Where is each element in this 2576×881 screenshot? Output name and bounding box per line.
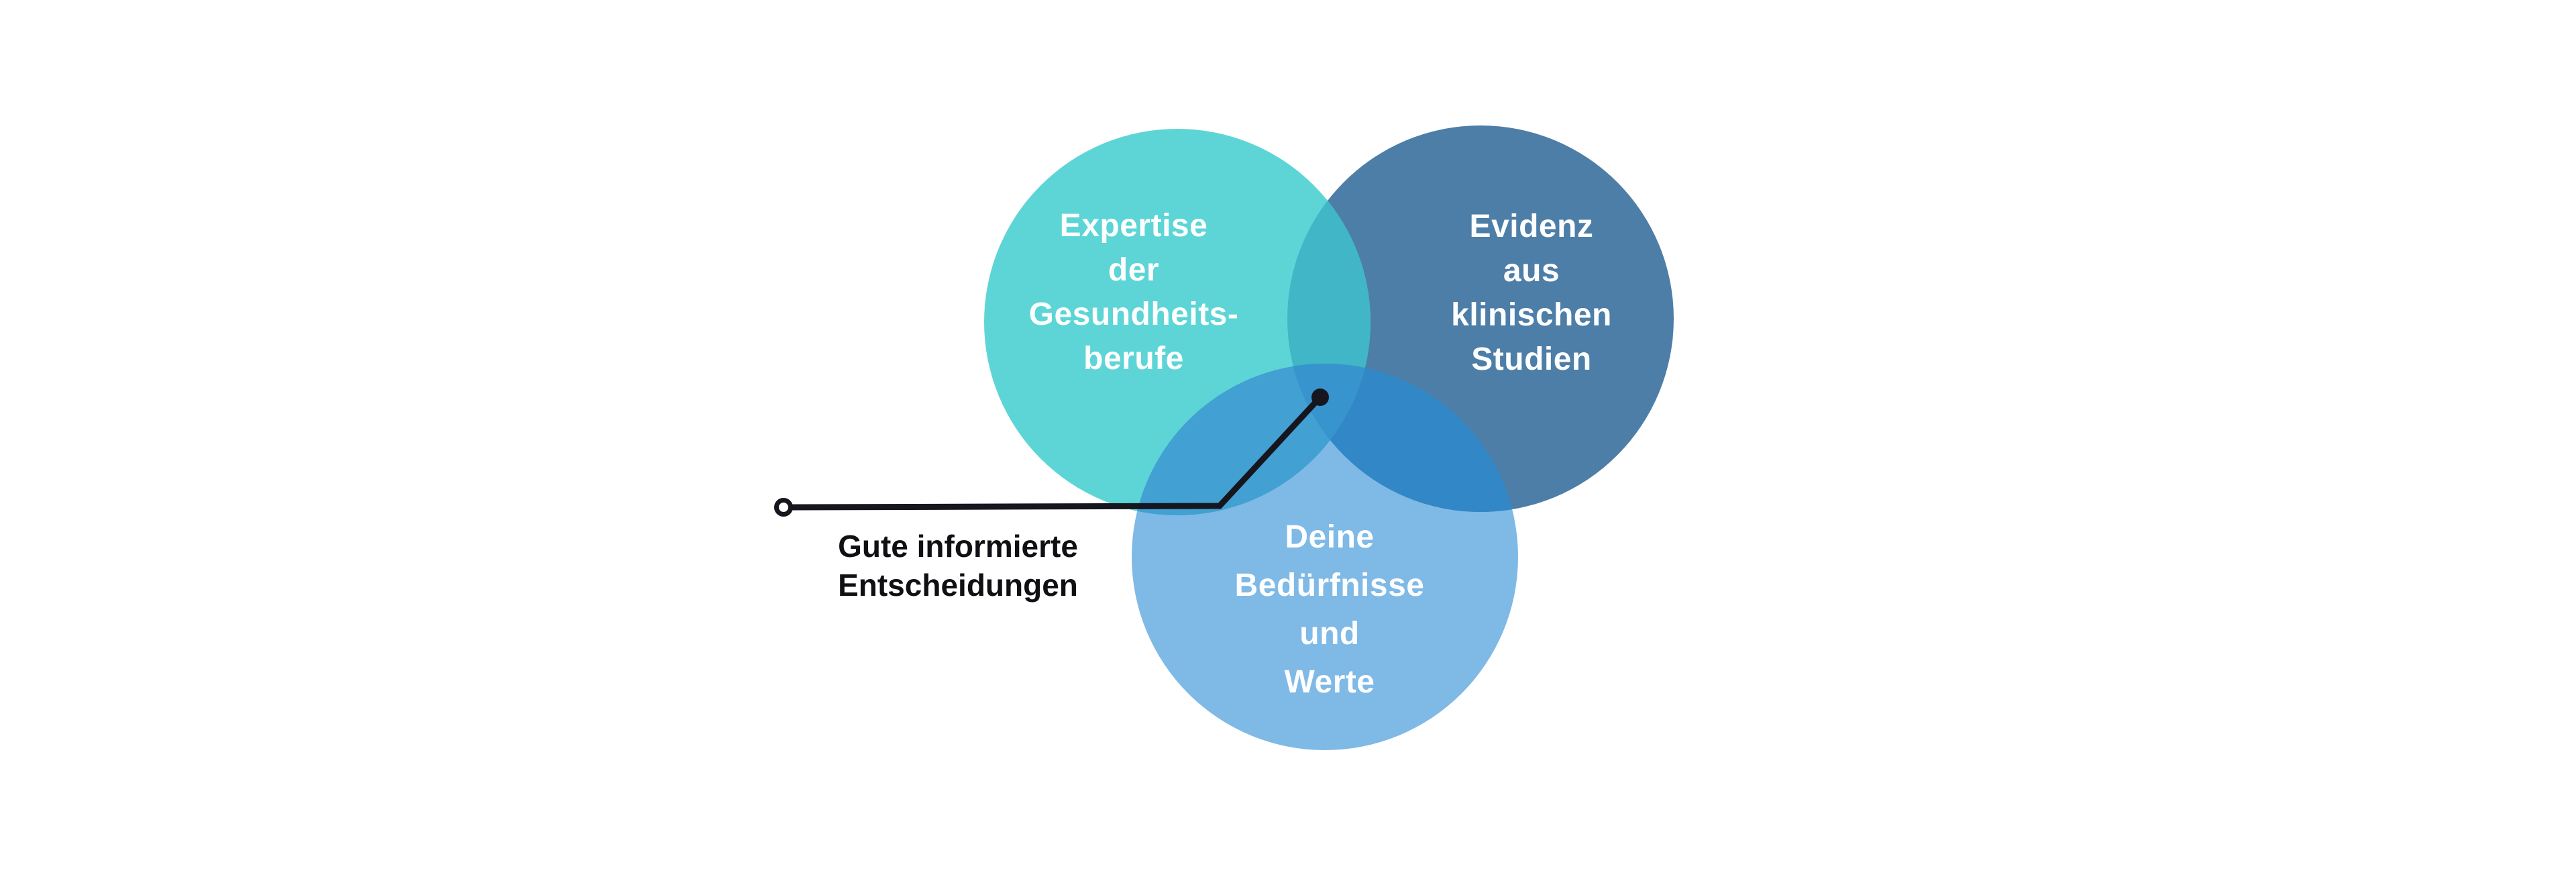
callout-line <box>792 395 1323 511</box>
overlap-expertise-values <box>1132 364 1371 515</box>
label-line: Entscheidungen <box>838 568 1078 603</box>
label-line: berufe <box>1083 341 1184 376</box>
label-line: Gute informierte <box>838 529 1078 564</box>
label-expertise: Expertise der Gesundheits- berufe <box>1029 204 1239 381</box>
label-evidence: Evidenz aus klinischen Studien <box>1451 205 1612 382</box>
label-line: Werte <box>1284 664 1375 700</box>
label-callout: Gute informierte Entscheidungen <box>838 527 1078 605</box>
label-values: Deine Bedürfnisse und Werte <box>1235 513 1425 707</box>
label-line: Gesundheits- <box>1028 297 1239 332</box>
callout-anchor-ring <box>774 498 793 517</box>
label-line: Deine <box>1285 519 1375 555</box>
label-line: und <box>1299 616 1360 652</box>
overlap-evidence-values <box>1287 364 1518 512</box>
label-line: Expertise <box>1059 208 1208 244</box>
label-line: Evidenz <box>1469 209 1594 244</box>
label-line: aus <box>1503 253 1560 289</box>
callout-endpoint-dot <box>1311 388 1329 406</box>
label-line: klinischen <box>1451 297 1612 333</box>
label-line: Studien <box>1471 342 1592 377</box>
label-line: der <box>1108 252 1160 288</box>
label-line: Bedürfnisse <box>1234 568 1425 603</box>
